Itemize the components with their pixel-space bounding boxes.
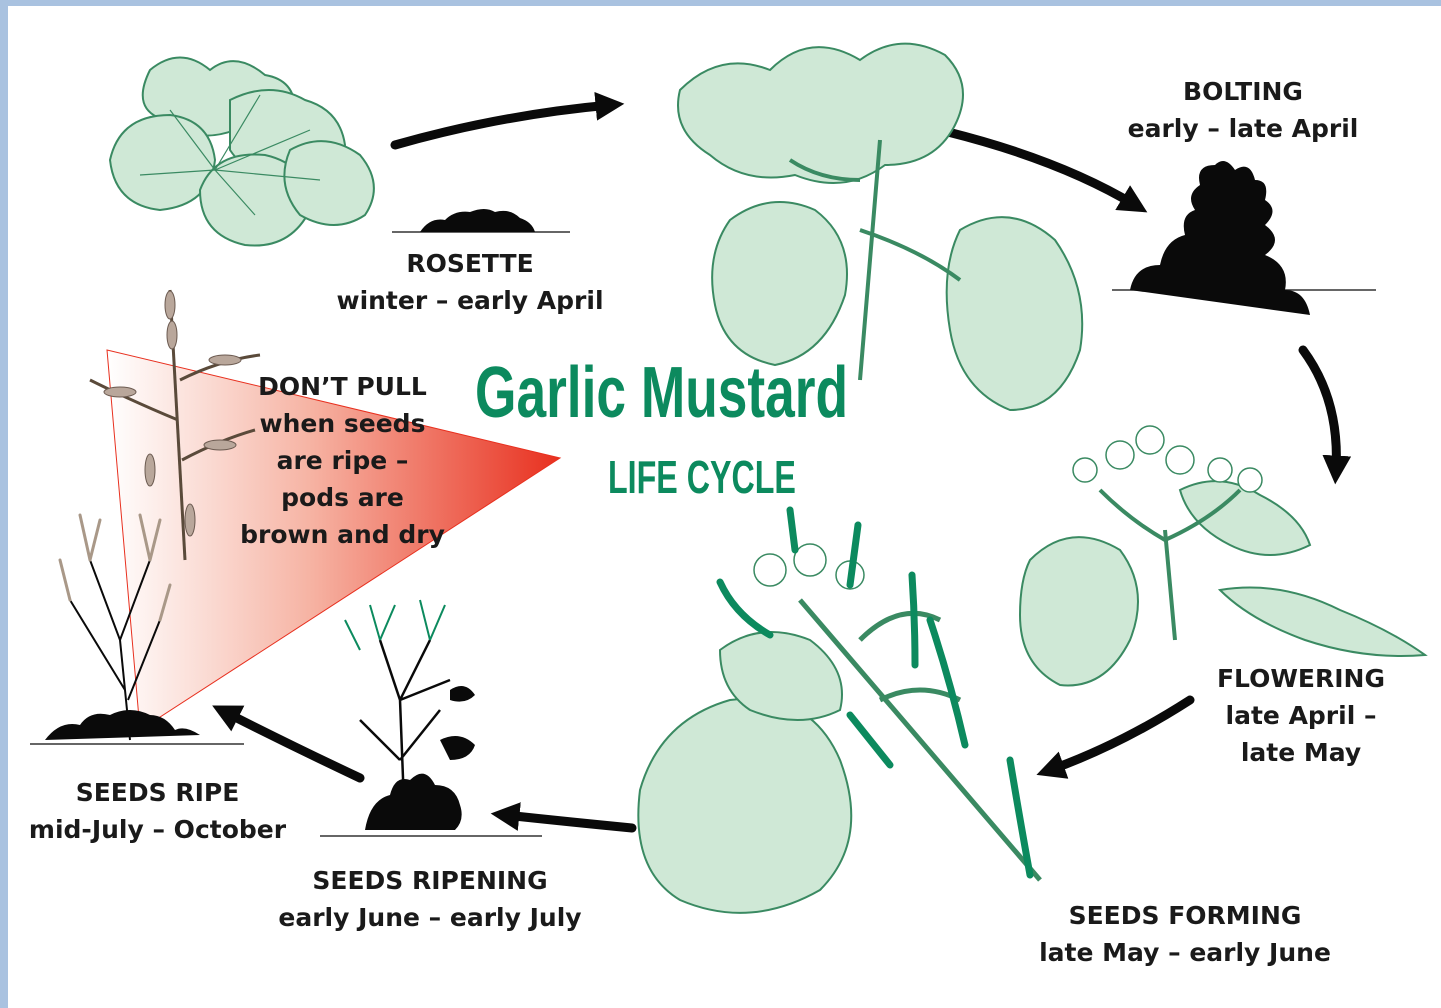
stage-period: late May – early June (1030, 934, 1340, 971)
warning-text: DON’T PULL when seeds are ripe – pods ar… (235, 368, 450, 553)
stage-period: winter – early April (335, 282, 605, 319)
seeds-ripening-illustration (345, 600, 475, 830)
stage-name: BOLTING (1105, 73, 1381, 110)
main-title: Garlic Mustard (475, 352, 848, 434)
warning-line-5: brown and dry (235, 516, 450, 553)
seeds-forming-illustration (638, 544, 1040, 913)
arrow-rosette-to-bolting (395, 105, 610, 145)
arrow-forming-to-ripening (505, 815, 632, 828)
stage-label-bolting: BOLTING early – late April (1105, 73, 1381, 147)
stage-label-flowering: FLOWERING late April – late May (1196, 660, 1406, 771)
stage-name: SEEDS FORMING (1030, 897, 1340, 934)
stage-name: SEEDS RIPE (20, 774, 295, 811)
rosette-plant-illustration (110, 58, 374, 246)
stage-label-seeds-forming: SEEDS FORMING late May – early June (1030, 897, 1340, 971)
stage-label-rosette: ROSETTE winter – early April (335, 245, 605, 319)
warning-line-1: DON’T PULL (235, 368, 450, 405)
flowering-plant-illustration (1020, 426, 1425, 685)
stage-label-seeds-ripe: SEEDS RIPE mid-July – October (20, 774, 295, 848)
warning-line-4: pods are (235, 479, 450, 516)
rosette-silhouette (420, 209, 535, 232)
arrow-ripening-to-ripe (225, 712, 360, 778)
stage-name: SEEDS RIPENING (270, 862, 590, 899)
arrow-bolting-to-flowering (1303, 350, 1336, 470)
bolting-silhouette (1130, 161, 1310, 315)
stage-period: early – late April (1105, 110, 1381, 147)
subtitle-life-cycle: LIFE CYCLE (608, 450, 796, 504)
stage-label-seeds-ripening: SEEDS RIPENING early June – early July (270, 862, 590, 936)
stage-period: early June – early July (270, 899, 590, 936)
arrow-flowering-to-forming (1050, 700, 1190, 770)
warning-line-3: are ripe – (235, 442, 450, 479)
stage-period: mid-July – October (20, 811, 295, 848)
stage-period-line2: late May (1196, 734, 1406, 771)
warning-line-2: when seeds (235, 405, 450, 442)
stage-name: ROSETTE (335, 245, 605, 282)
stage-period-line1: late April – (1196, 697, 1406, 734)
stage-name: FLOWERING (1196, 660, 1406, 697)
